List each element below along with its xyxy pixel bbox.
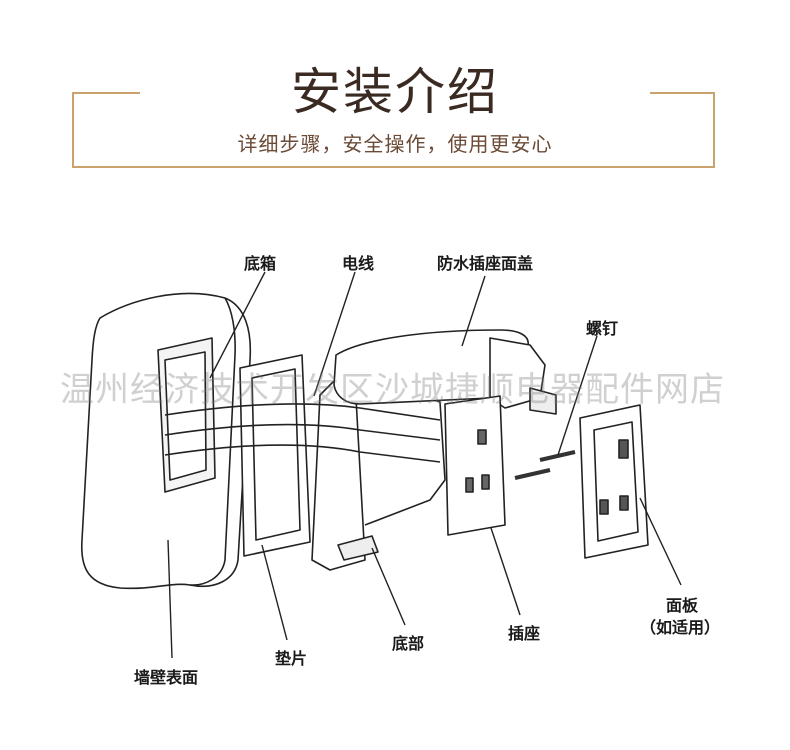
screw-lower	[514, 468, 551, 480]
frame-top-right	[650, 92, 715, 94]
label-panel-note: （如适用）	[640, 618, 721, 637]
label-screw: 螺钉	[586, 319, 619, 338]
panel-shape	[579, 404, 649, 559]
label-cover: 防水插座面盖	[437, 254, 534, 273]
frame-bottom	[72, 166, 715, 168]
frame-left	[72, 92, 74, 168]
label-socket: 插座	[508, 624, 541, 643]
socket-shape	[444, 395, 506, 536]
screw-upper	[539, 450, 576, 462]
frame-top-left	[72, 92, 140, 94]
page-subtitle: 详细步骤，安全操作，使用更安心	[237, 132, 553, 156]
label-base: 底部	[392, 634, 425, 653]
watermark-text: 温州经济技术开发区沙城捷顺电器配件网店	[60, 370, 725, 410]
label-wire: 电线	[342, 254, 375, 273]
page-title: 安装介绍	[291, 63, 499, 121]
label-wall-surface: 墙壁表面	[134, 668, 199, 687]
label-panel: 面板	[666, 596, 699, 615]
frame-right	[713, 92, 715, 168]
label-gasket: 垫片	[275, 649, 308, 668]
label-back-box: 底箱	[244, 254, 277, 273]
header-section: 安装介绍 详细步骤，安全操作，使用更安心	[0, 0, 790, 180]
